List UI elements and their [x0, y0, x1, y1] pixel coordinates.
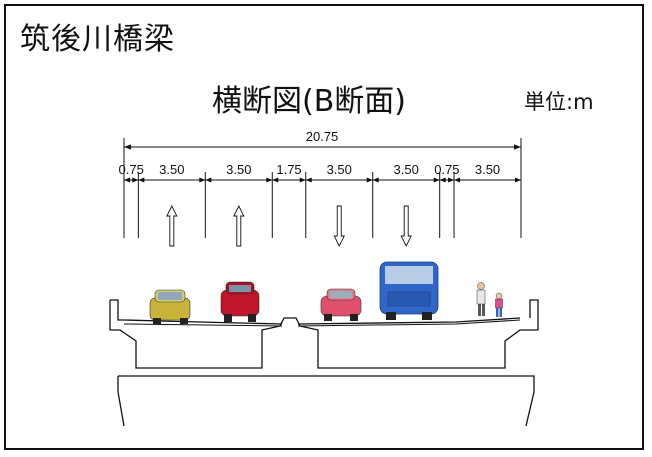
dimension-arrowhead	[132, 177, 139, 183]
dimension-arrowhead	[372, 177, 379, 183]
extension-lines	[123, 138, 522, 238]
dimension-arrowhead	[266, 177, 273, 183]
bridge-deck	[109, 299, 539, 427]
car-red	[220, 281, 260, 322]
segment-width-label: 3.50	[327, 162, 352, 177]
segment-width-label: 3.50	[159, 162, 184, 177]
car-yellow	[149, 289, 191, 324]
dimension-arrowhead	[515, 177, 521, 183]
dimension-arrowhead	[366, 177, 373, 183]
segment-width-label: 3.50	[475, 162, 500, 177]
down-arrow	[333, 205, 345, 248]
dimension-arrowhead	[454, 177, 461, 183]
segment-dimensions: 0.75 3.50 3.50 1.75 3.50 3.50 0.75 3.50	[119, 162, 521, 183]
total-dimension: 20.75	[124, 129, 521, 150]
down-arrow	[400, 205, 412, 248]
unit-label: 単位:m	[524, 90, 594, 114]
dimension-arrowhead	[205, 177, 212, 183]
segment-width-label: 3.50	[226, 162, 251, 177]
dimension-arrowhead	[272, 177, 279, 183]
dimension-arrowhead	[448, 177, 455, 183]
segment-width-label: 1.75	[276, 162, 301, 177]
pedestrians	[476, 282, 503, 317]
dimension-arrowhead	[299, 177, 306, 183]
segment-width-label: 3.50	[394, 162, 419, 177]
up-arrow	[166, 204, 178, 247]
dimension-arrowhead	[138, 177, 145, 183]
segment-width-label: 0.75	[434, 162, 459, 177]
dimension-arrowhead	[439, 177, 446, 183]
segment-width-label: 0.75	[119, 162, 144, 177]
bus-blue	[379, 261, 439, 320]
dimension-arrowhead	[199, 177, 206, 183]
dimension-arrowhead	[433, 177, 440, 183]
dimension-arrowhead	[124, 177, 130, 183]
bridge-name-title: 筑後川橋梁	[20, 22, 175, 57]
dimension-arrowhead	[305, 177, 312, 183]
car-pink	[320, 288, 362, 321]
total-width-label: 20.75	[306, 129, 339, 144]
up-arrow	[233, 204, 245, 247]
cross-section-heading: 横断図(B断面)	[212, 84, 406, 119]
lane-direction-arrows	[166, 204, 412, 248]
